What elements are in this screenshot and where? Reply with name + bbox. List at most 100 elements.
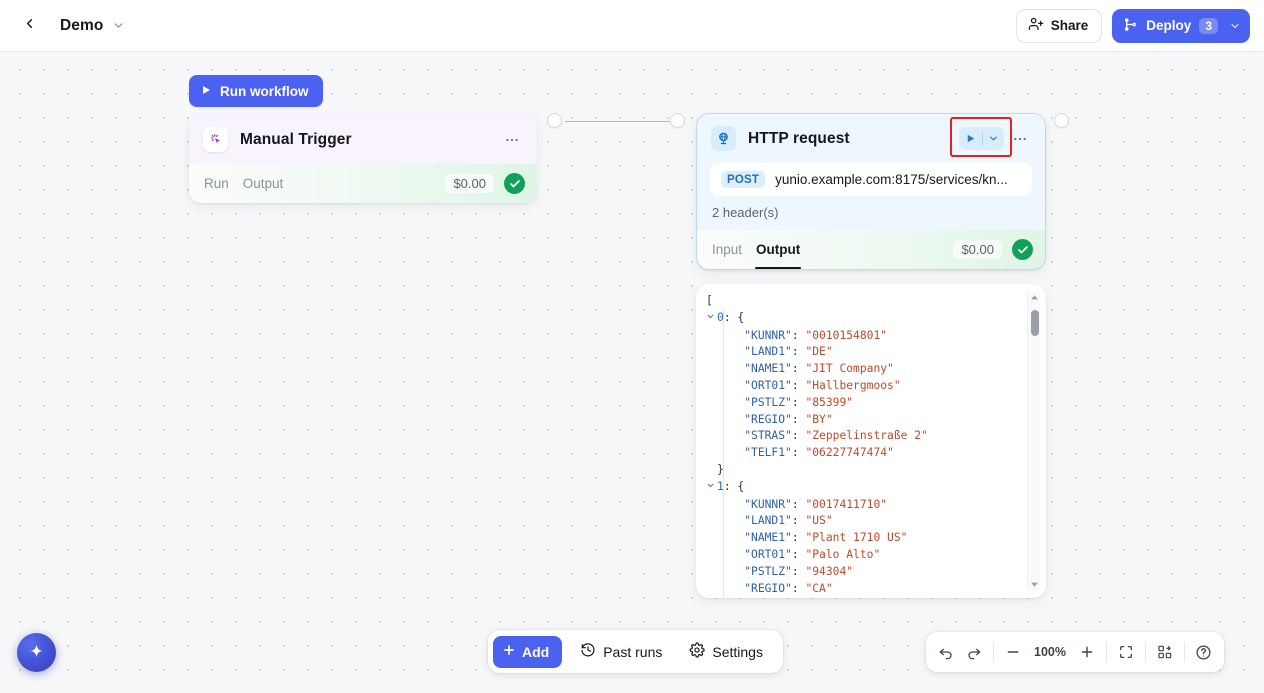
json-viewer[interactable]: [ 0: { "KUNNR": "0010154801" "LAND1": "D… xyxy=(696,284,1046,598)
json-field: "STRAS": "Zeppelinstraße 2" xyxy=(706,428,1046,445)
json-field: "REGIO": "CA" xyxy=(706,581,1046,598)
json-field: "KUNNR": "0010154801" xyxy=(706,328,1046,345)
node-http-request[interactable]: HTTP request xyxy=(696,113,1046,270)
minus-icon xyxy=(1007,651,1019,653)
auto-layout-icon xyxy=(1158,645,1172,659)
past-runs-label: Past runs xyxy=(603,643,663,660)
method-badge: POST xyxy=(721,171,766,188)
chevron-down-icon xyxy=(115,23,123,28)
workflow-canvas[interactable]: Run workflow Manual Trigger xyxy=(0,52,1264,693)
undo-button[interactable] xyxy=(932,638,960,666)
project-dropdown-button[interactable] xyxy=(112,19,125,32)
plus-icon xyxy=(502,643,516,660)
status-badge-success xyxy=(504,173,525,194)
expand-collapse-caret[interactable] xyxy=(706,480,717,497)
url-field[interactable]: POST yunio.example.com:8175/services/kn.… xyxy=(710,163,1032,196)
json-value: "0017411710" xyxy=(805,497,888,511)
node-header: Manual Trigger xyxy=(189,115,537,164)
tab-input[interactable]: Input xyxy=(712,242,743,257)
tab-output[interactable]: Output xyxy=(242,176,284,191)
run-workflow-button[interactable]: Run workflow xyxy=(189,75,323,107)
json-value: "Plant 1710 US" xyxy=(805,531,908,545)
deploy-count-badge: 3 xyxy=(1199,17,1218,34)
zoom-out-button[interactable] xyxy=(999,638,1027,666)
chevron-down-icon xyxy=(1231,23,1239,28)
play-icon xyxy=(967,134,975,143)
deploy-button[interactable]: Deploy 3 xyxy=(1112,8,1250,43)
json-key: "KUNNR" xyxy=(744,497,792,511)
globe-icon xyxy=(711,126,736,151)
json-value: "DE" xyxy=(805,345,833,359)
json-value: "BY" xyxy=(805,412,833,426)
json-field: "ORT01": "Palo Alto" xyxy=(706,547,1046,564)
output-json-panel[interactable]: [ 0: { "KUNNR": "0010154801" "LAND1": "D… xyxy=(696,284,1046,598)
scrollbar-up-button[interactable] xyxy=(1029,292,1040,303)
redo-button[interactable] xyxy=(960,638,988,666)
past-runs-button[interactable]: Past runs xyxy=(571,636,671,668)
history-icon xyxy=(580,642,596,661)
json-field: "PSTLZ": "85399" xyxy=(706,395,1046,412)
json-array-item-header[interactable]: 1: { xyxy=(706,479,1046,497)
json-field: "PSTLZ": "94304" xyxy=(706,564,1046,581)
json-field: "LAND1": "DE" xyxy=(706,344,1046,361)
json-field: "LAND1": "US" xyxy=(706,513,1046,530)
json-scrollbar[interactable] xyxy=(1027,292,1040,590)
node-manual-trigger[interactable]: Manual Trigger Run Output $0.00 xyxy=(189,115,537,203)
share-button[interactable]: Share xyxy=(1015,8,1103,43)
scrollbar-down-button[interactable] xyxy=(1029,579,1040,590)
node-title: HTTP request xyxy=(748,129,850,147)
settings-button[interactable]: Settings xyxy=(680,636,772,668)
connector-output-http[interactable] xyxy=(1054,113,1069,128)
play-icon xyxy=(200,84,212,99)
zoom-in-button[interactable] xyxy=(1073,638,1101,666)
zoom-level[interactable]: 100% xyxy=(1034,645,1066,659)
json-key: "LAND1" xyxy=(744,514,792,528)
run-node-dropdown-button[interactable] xyxy=(983,127,1004,150)
top-bar: Demo Share Deploy 3 xyxy=(0,0,1264,52)
back-button[interactable] xyxy=(14,11,44,41)
json-value: "85399" xyxy=(805,395,854,409)
node-footer: Input Output $0.00 xyxy=(697,230,1045,269)
json-key: "ORT01" xyxy=(744,378,792,392)
help-button[interactable] xyxy=(1190,638,1218,666)
plus-icon xyxy=(1081,646,1093,658)
divider xyxy=(1105,642,1107,662)
triangle-up-icon xyxy=(1031,295,1038,300)
json-key: "NAME1" xyxy=(744,362,792,376)
run-node-group xyxy=(950,117,1012,157)
json-key: "PSTLZ" xyxy=(744,564,792,578)
auto-layout-button[interactable] xyxy=(1151,638,1179,666)
connector-output-manual[interactable] xyxy=(547,113,562,128)
scrollbar-thumb[interactable] xyxy=(1030,310,1039,336)
git-branch-icon xyxy=(1123,17,1138,35)
tab-run[interactable]: Run xyxy=(204,176,229,191)
node-menu-button[interactable] xyxy=(500,128,524,152)
json-key: "ORT01" xyxy=(744,547,792,561)
triangle-down-icon xyxy=(1031,582,1038,587)
node-actions xyxy=(500,128,524,152)
json-key: "PSTLZ" xyxy=(744,395,792,409)
cost-badge: $0.00 xyxy=(953,240,1002,259)
json-value: "Hallbergmoos" xyxy=(805,378,901,392)
json-close-brace: } xyxy=(717,462,724,476)
ai-assistant-button[interactable] xyxy=(17,633,56,672)
node-actions xyxy=(950,117,1032,157)
add-button[interactable]: Add xyxy=(493,635,563,668)
node-header: HTTP request xyxy=(697,114,1045,163)
node-menu-button[interactable] xyxy=(1008,127,1032,151)
tab-output[interactable]: Output xyxy=(749,230,807,269)
run-workflow-label: Run workflow xyxy=(220,83,309,99)
run-node-button[interactable] xyxy=(959,127,982,150)
headers-summary[interactable]: 2 header(s) xyxy=(712,205,779,220)
deploy-dropdown-button[interactable] xyxy=(1226,20,1244,32)
fit-screen-button[interactable] xyxy=(1112,638,1140,666)
connector-input-http[interactable] xyxy=(670,113,685,128)
json-key: "TELF1" xyxy=(744,446,792,460)
json-key: "KUNNR" xyxy=(744,328,792,342)
expand-collapse-caret[interactable] xyxy=(706,311,717,328)
json-array-item-header[interactable]: 0: { xyxy=(706,310,1046,328)
json-field: "TELF1": "06227747474" xyxy=(706,445,1046,462)
json-value: "Zeppelinstraße 2" xyxy=(805,429,928,443)
json-value: "Palo Alto" xyxy=(805,547,881,561)
json-value: "JIT Company" xyxy=(805,362,894,376)
